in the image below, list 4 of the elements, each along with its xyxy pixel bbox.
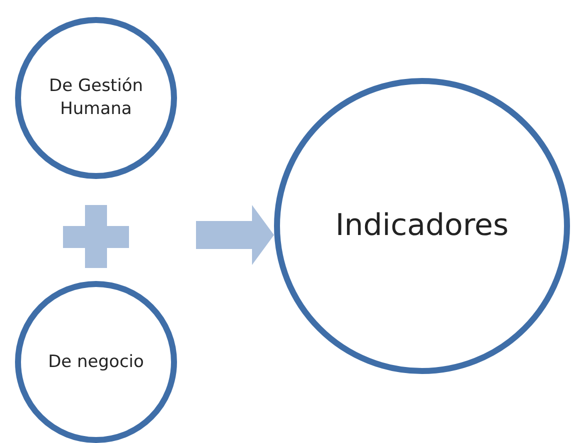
node-label: De Gestión Humana <box>48 75 144 121</box>
node-label: Indicadores <box>335 206 509 245</box>
node-label: De negocio <box>48 350 144 374</box>
block-arrow <box>196 205 274 265</box>
